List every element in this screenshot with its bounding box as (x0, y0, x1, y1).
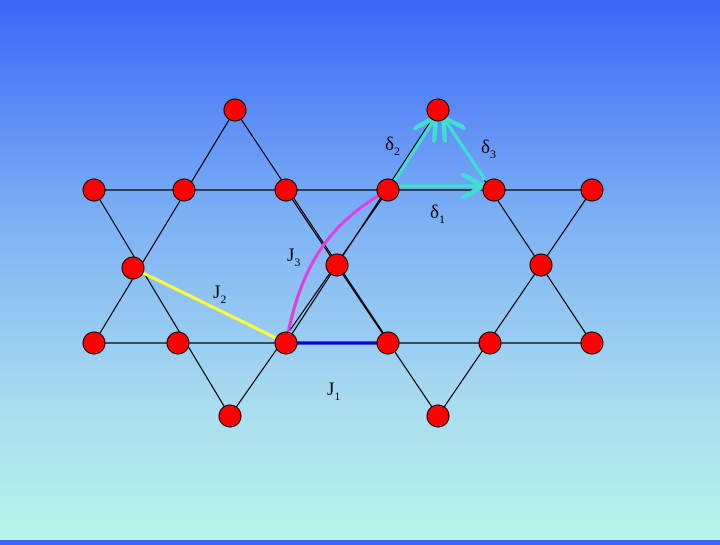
lattice-site (325, 253, 349, 277)
delta2-label: δ2 (385, 134, 400, 158)
lattice-site (121, 256, 145, 280)
j3-label: J3 (287, 245, 300, 269)
lattice-bond (285, 189, 439, 417)
lattice-bond (437, 189, 593, 417)
lattice-site (482, 178, 506, 202)
lattice-site (82, 331, 106, 355)
lattice-site (82, 178, 106, 202)
delta1-label: δ1 (430, 202, 445, 226)
lattice-site (223, 98, 247, 122)
lattice-site (166, 331, 190, 355)
lattice-site (580, 331, 604, 355)
lattice-site (376, 178, 400, 202)
j1-label: J1 (327, 379, 340, 403)
lattice-site (172, 178, 196, 202)
lattice-bond (93, 109, 236, 344)
delta3-label: δ3 (481, 137, 496, 161)
lattice-bond (285, 109, 439, 344)
lattice-site (426, 98, 450, 122)
j2-label: J2 (213, 282, 226, 306)
j2-bond (132, 266, 287, 345)
delta2-arrow (393, 120, 434, 181)
lattice-site (274, 331, 298, 355)
delta3-arrow (445, 120, 487, 181)
lattice-site (376, 331, 400, 355)
lattice-bond (234, 109, 391, 344)
lattice-site (478, 331, 502, 355)
lattice-bond (93, 189, 231, 417)
lattice-site (580, 178, 604, 202)
lattice-site (426, 404, 450, 428)
lattice-sites (82, 98, 604, 428)
labels: J1 J2 J3 δ1 δ2 δ3 (213, 134, 496, 403)
exchange-bonds (132, 188, 389, 345)
lattice-site (274, 178, 298, 202)
j3-bond (284, 188, 389, 344)
lattice-site (529, 253, 553, 277)
nearest-neighbor-vectors (393, 120, 487, 186)
lattice-site (218, 404, 242, 428)
